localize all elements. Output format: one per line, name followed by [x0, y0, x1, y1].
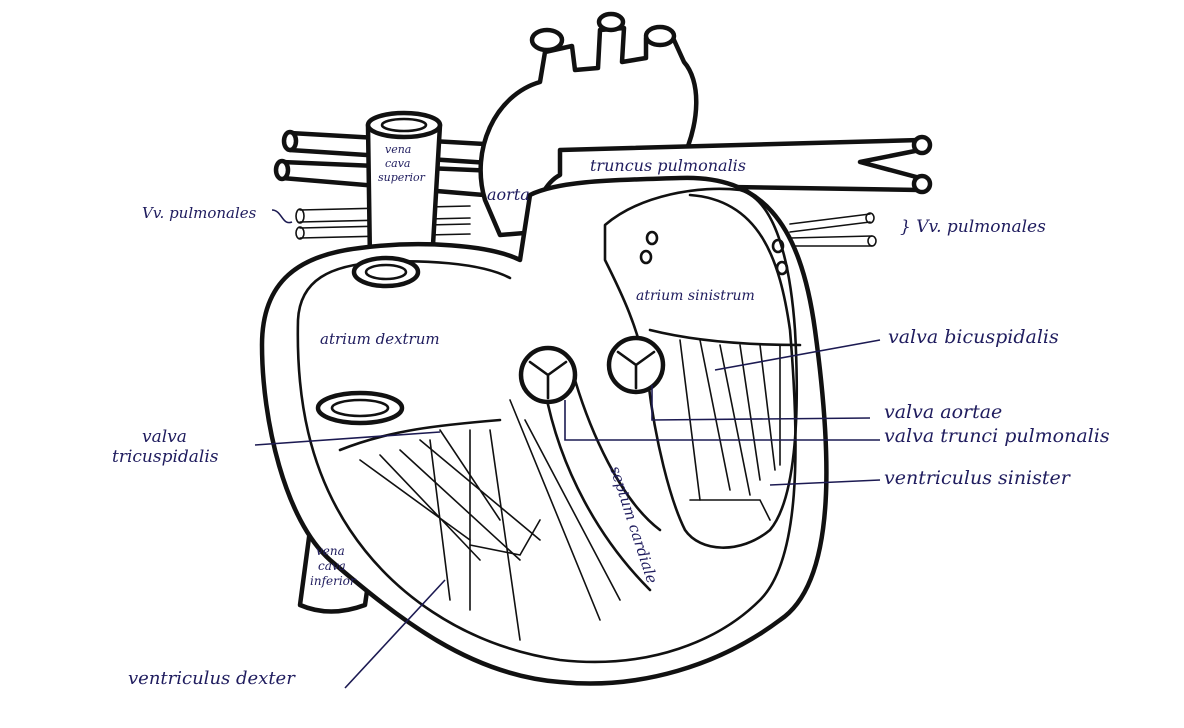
- label-vena-cava-inferior-3: inferior: [310, 574, 357, 588]
- label-truncus-pulmonalis: truncus pulmonalis: [590, 156, 746, 175]
- label-valva-tricuspidalis-2: tricuspidalis: [112, 447, 219, 467]
- label-vena-cava-superior-3: superior: [378, 171, 426, 184]
- right-atrium-openings: [315, 255, 421, 426]
- pulmonary-valve: [518, 345, 578, 405]
- septum-line: [543, 378, 662, 592]
- label-valva-tricuspidalis-1: valva: [142, 427, 187, 447]
- leader-lines: [254, 209, 881, 689]
- label-aorta: aorta: [487, 185, 530, 204]
- right-ventricle-chordae: [338, 399, 621, 641]
- heart-body: [259, 175, 829, 686]
- vena-cava-superior-tube: [365, 110, 443, 265]
- label-vv-pulmonales-left: Vv. pulmonales: [142, 204, 257, 222]
- left-atrium-vein-holes: [639, 230, 789, 276]
- label-valva-aortae: valva aortae: [884, 401, 1002, 423]
- label-vena-cava-superior-2: cava: [385, 157, 411, 170]
- label-atrium-dextrum: atrium dextrum: [320, 330, 440, 348]
- right-pulmonary-veins: [789, 212, 877, 247]
- label-atrium-sinistrum: atrium sinistrum: [636, 288, 755, 304]
- aortic-valve: [606, 335, 666, 395]
- label-ventriculus-sinister: ventriculus sinister: [884, 467, 1072, 489]
- label-valva-trunci-pulmonalis: valva trunci pulmonalis: [884, 425, 1110, 447]
- label-ventriculus-dexter: ventriculus dexter: [128, 668, 296, 689]
- label-vv-pulmonales-right: } Vv. pulmonales: [900, 217, 1046, 237]
- label-valva-bicuspidalis: valva bicuspidalis: [888, 326, 1059, 348]
- label-vena-cava-inferior-2: cava: [318, 559, 346, 573]
- label-vena-cava-inferior-1: vena: [316, 544, 345, 558]
- label-vena-cava-superior-1: vena: [385, 143, 411, 156]
